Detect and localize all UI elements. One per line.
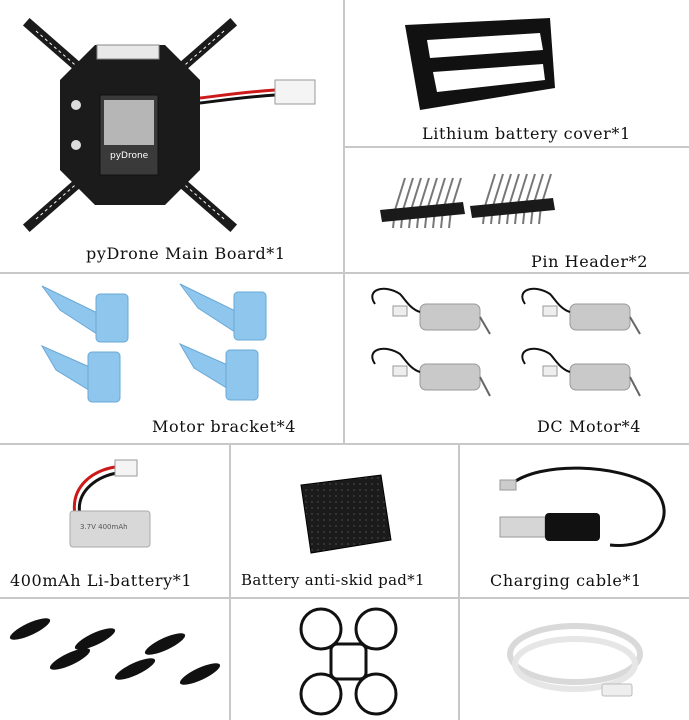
charging-cable-image xyxy=(499,466,666,547)
cell-main-board: pyDrone pyDrone Main Board*1 xyxy=(0,0,343,272)
motor-bracket-label: Motor bracket*4 xyxy=(152,417,296,436)
main-board-image: pyDrone xyxy=(22,17,316,233)
pin-header-label: Pin Header*2 xyxy=(531,252,648,271)
dc-motor-image xyxy=(371,287,641,397)
divider xyxy=(345,146,689,148)
divider xyxy=(0,443,689,445)
battery-cover-image xyxy=(405,18,555,110)
anti-skid-pad-image xyxy=(300,474,392,554)
cell-charging-cable: Charging cable*1 xyxy=(460,445,689,597)
svg-text:3.7V 400mAh: 3.7V 400mAh xyxy=(80,523,128,531)
propeller-icon xyxy=(9,618,221,685)
cell-propellers xyxy=(0,599,229,720)
divider xyxy=(0,272,689,274)
motor-bracket-image xyxy=(40,283,267,403)
prop-guard-icon xyxy=(299,607,398,716)
anti-skid-pad-label: Battery anti-skid pad*1 xyxy=(241,571,425,589)
pin-header-image xyxy=(380,173,555,229)
cell-li-battery: 3.7V 400mAh 400mAh Li-battery*1 xyxy=(0,445,229,597)
divider xyxy=(343,0,345,443)
cell-prop-guard xyxy=(231,599,458,720)
cell-usb-cable xyxy=(460,599,689,720)
dc-motor-label: DC Motor*4 xyxy=(537,417,642,436)
divider xyxy=(229,443,231,720)
li-battery-label: 400mAh Li-battery*1 xyxy=(10,571,193,590)
cell-pin-header: Pin Header*2 xyxy=(345,148,689,272)
cell-anti-skid-pad: Battery anti-skid pad*1 xyxy=(231,445,458,597)
divider xyxy=(458,443,460,720)
cell-dc-motor: DC Motor*4 xyxy=(345,274,689,443)
charging-cable-label: Charging cable*1 xyxy=(490,571,642,590)
cell-battery-cover: Lithium battery cover*1 xyxy=(345,0,689,146)
cell-motor-bracket: Motor bracket*4 xyxy=(0,274,343,443)
svg-text:pyDrone: pyDrone xyxy=(110,151,149,161)
main-board-label: pyDrone Main Board*1 xyxy=(86,244,286,263)
battery-cover-label: Lithium battery cover*1 xyxy=(422,124,631,143)
li-battery-image: 3.7V 400mAh xyxy=(69,459,151,548)
usb-cable-coil-icon xyxy=(507,623,643,697)
divider xyxy=(0,597,689,599)
